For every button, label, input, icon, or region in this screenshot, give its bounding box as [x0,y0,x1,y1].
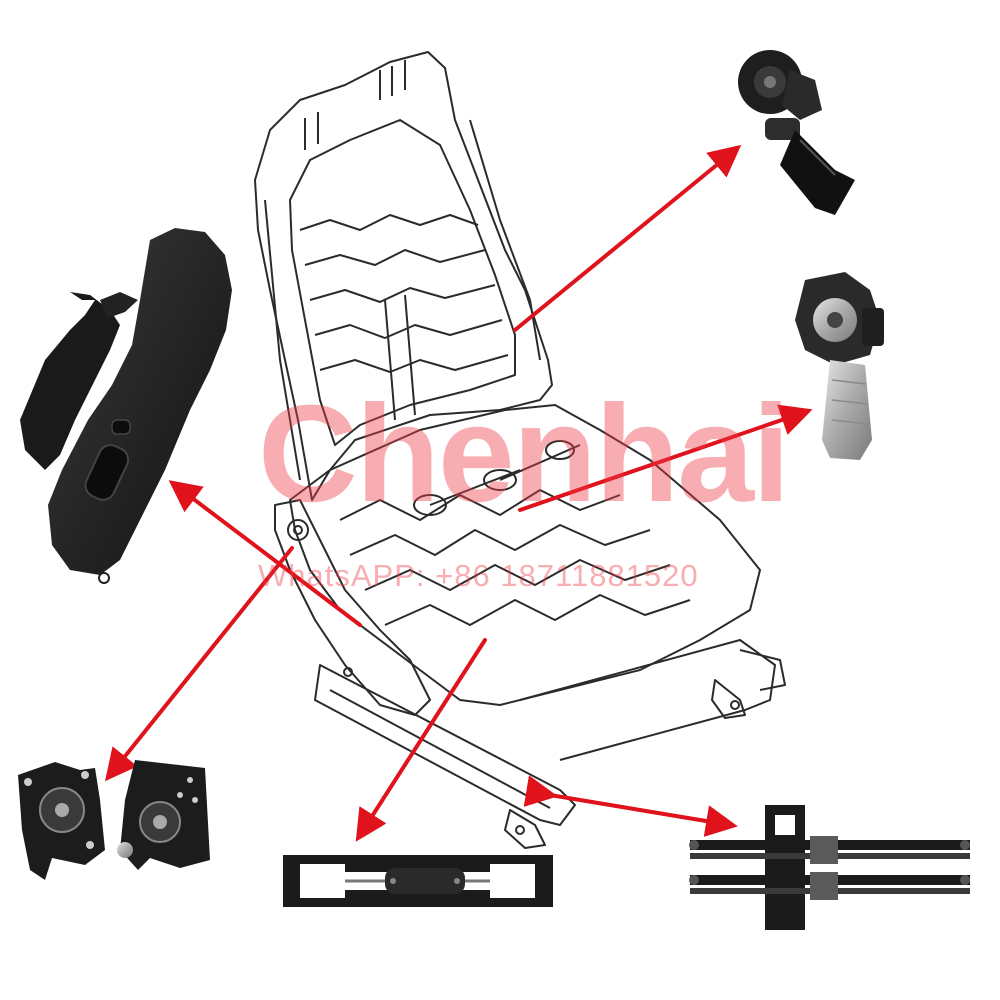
arrow-to-recliner [104,546,294,782]
arrow-to-lifter-bracket [355,638,487,842]
pointer-arrows [104,144,813,842]
height-adjust-motor [795,272,884,460]
seat-side-trim-cover [20,228,232,584]
watermark-contact: WhatsAPP: +86 18711881520 [258,558,699,593]
recliner-mechanism [18,760,210,880]
arrow-to-height-motor [518,404,813,512]
arrow-to-side-trim [168,480,362,627]
seat-slide-rails [689,805,970,930]
arrow-to-slide-rails [523,775,738,837]
seat-frame-drawing [254,51,786,849]
watermark-brand: Chenhai [258,377,790,531]
backrest-adjust-motor [738,50,855,215]
arrow-to-backrest-motor [513,144,742,332]
seat-lifter-bracket [283,855,553,907]
